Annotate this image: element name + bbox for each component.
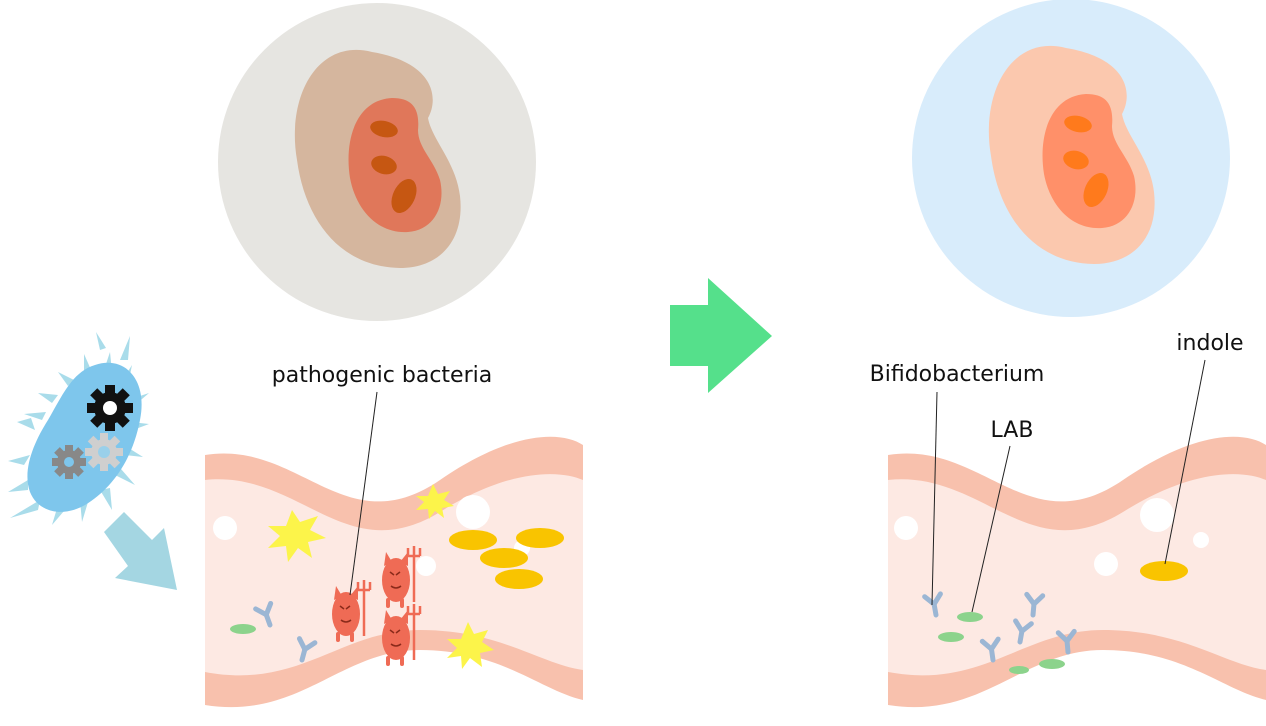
bifidobacterium-label: Bifidobacterium bbox=[870, 362, 1045, 387]
lab-cell bbox=[230, 624, 256, 634]
right-kidney-panel bbox=[912, 0, 1230, 317]
lab-cells bbox=[938, 612, 1065, 674]
lab-leader-line bbox=[971, 445, 1011, 613]
gear-icon bbox=[85, 433, 123, 471]
arrow-down-right-icon bbox=[104, 512, 177, 590]
gear-icon bbox=[52, 445, 86, 479]
pathogenic-bacteria-label: pathogenic bacteria bbox=[272, 363, 492, 388]
indole-leader-line bbox=[1164, 359, 1206, 565]
bacterium-icon bbox=[8, 332, 149, 525]
bifidobacterium-leader-line bbox=[931, 391, 938, 606]
kidney-icon bbox=[294, 49, 461, 269]
lab-label: LAB bbox=[991, 418, 1034, 443]
pathogenic-leader-line bbox=[349, 391, 378, 596]
right-gut-section bbox=[888, 436, 1266, 708]
left-kidney-panel bbox=[218, 3, 536, 321]
indole-particles bbox=[449, 528, 564, 589]
gear-icon bbox=[87, 385, 133, 431]
arrow-right-icon bbox=[670, 278, 772, 393]
toxin-burst-icon bbox=[268, 484, 494, 669]
left-gut-section bbox=[205, 436, 583, 708]
indole-particle bbox=[1140, 561, 1188, 581]
bacterium-body bbox=[27, 362, 142, 512]
indole-label: indole bbox=[1176, 331, 1243, 356]
kidney-icon bbox=[988, 45, 1155, 265]
